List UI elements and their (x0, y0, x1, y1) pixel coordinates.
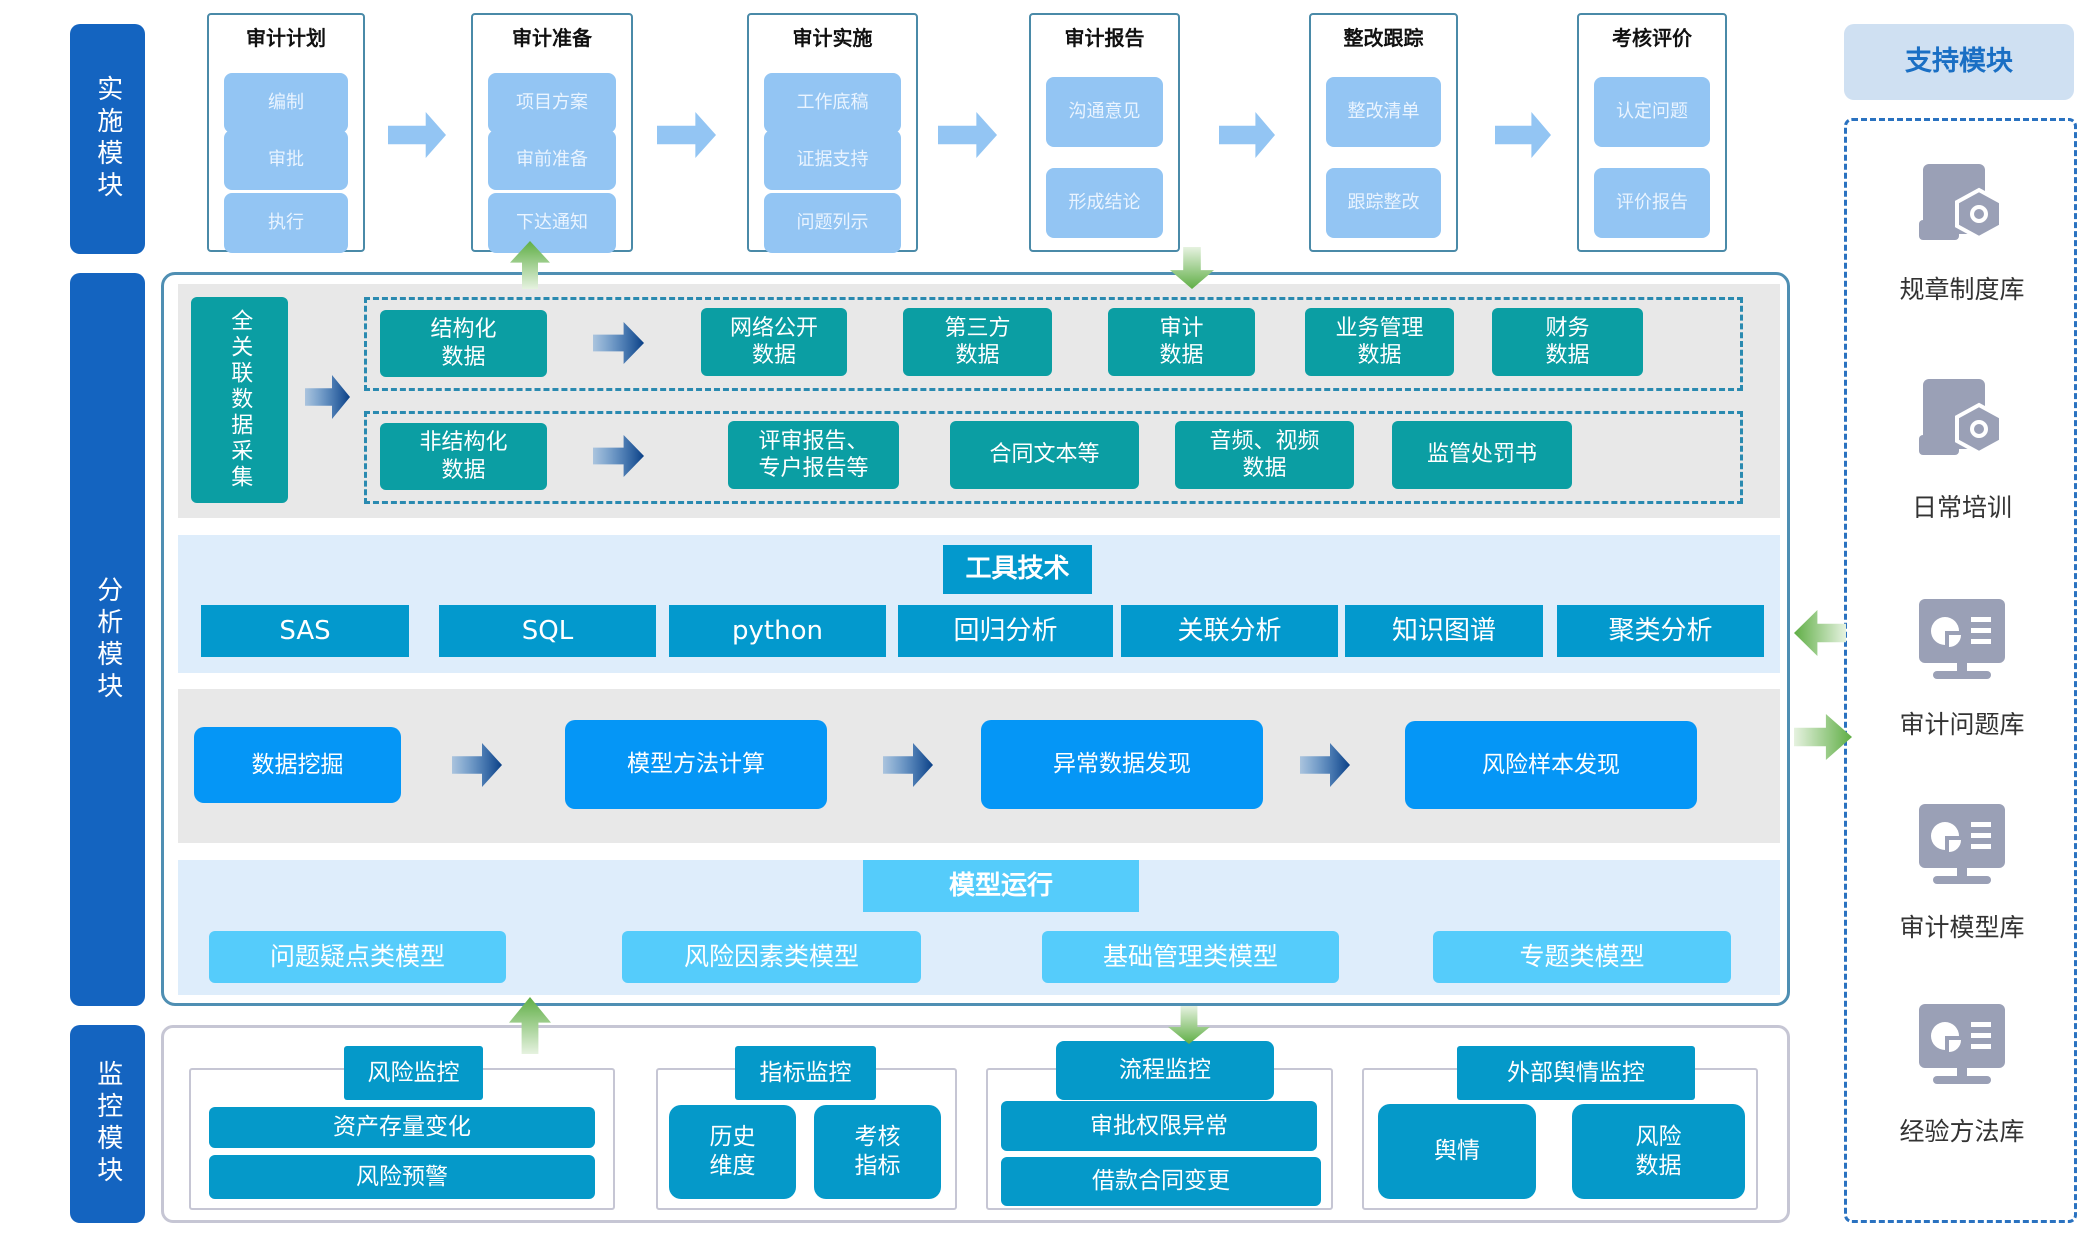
stage-item: 下达通知 (488, 193, 616, 253)
module-label-monitoring: 监控模块 (70, 1025, 145, 1223)
document-gear-icon (1917, 160, 2007, 250)
document-gear-icon (1917, 375, 2007, 465)
model-item: 专题类模型 (1433, 931, 1731, 983)
structured-data-label: 结构化 数据 (380, 310, 547, 377)
monitor-chart-icon (1915, 1000, 2009, 1090)
arrow-right-icon (388, 112, 446, 158)
stage-title: 整改跟踪 (1343, 26, 1424, 50)
arrow-right-icon (305, 375, 350, 419)
arrow-up-icon (510, 241, 550, 289)
stage-item: 跟踪整改 (1326, 168, 1441, 238)
tool-item: 知识图谱 (1345, 605, 1543, 657)
tool-item: SQL (439, 605, 656, 657)
arrow-up-icon (509, 997, 551, 1054)
monitor-item: 历史 维度 (669, 1105, 796, 1199)
stage-item: 问题列示 (764, 193, 901, 253)
analysis-container (161, 272, 1790, 1006)
pipeline-step: 风险样本发现 (1405, 721, 1697, 809)
tools-title: 工具技术 (943, 545, 1092, 594)
unstructured-data-label: 非结构化 数据 (380, 423, 547, 490)
tool-item: 回归分析 (898, 605, 1113, 657)
stage-item: 编制 (224, 73, 348, 133)
stage-item: 审前准备 (488, 130, 616, 190)
structured-data-source: 网络公开 数据 (701, 308, 847, 376)
arrow-right-icon (1219, 112, 1275, 158)
monitor-item: 资产存量变化 (209, 1107, 595, 1148)
monitor-item: 舆情 (1378, 1104, 1536, 1199)
stage-item: 认定问题 (1594, 77, 1710, 147)
arrow-right-icon (1495, 112, 1551, 158)
monitor-item: 风险 数据 (1572, 1104, 1745, 1199)
monitor-chart-icon (1915, 800, 2009, 890)
monitor-chart-icon (1915, 595, 2009, 685)
stage-item: 执行 (224, 193, 348, 253)
monitor-item: 风险预警 (209, 1155, 595, 1199)
support-dashed-box (1844, 118, 2077, 1223)
stage-item: 审批 (224, 130, 348, 190)
tool-item: 关联分析 (1121, 605, 1338, 657)
module-label-implementation: 实施模块 (70, 24, 145, 254)
monitor-group-title: 指标监控 (735, 1046, 876, 1100)
monitor-group-title: 外部舆情监控 (1457, 1046, 1695, 1100)
unstructured-data-source: 合同文本等 (950, 421, 1139, 489)
model-item: 问题疑点类模型 (209, 931, 506, 983)
stage-title: 考核评价 (1612, 26, 1692, 50)
support-title: 支持模块 (1844, 24, 2074, 100)
stage-item: 整改清单 (1326, 77, 1441, 147)
monitor-item: 考核 指标 (814, 1105, 941, 1199)
stage-item: 形成结论 (1046, 168, 1163, 238)
monitor-item: 借款合同变更 (1001, 1157, 1321, 1206)
support-item-label: 日常培训 (1911, 493, 2012, 522)
stage-title: 审计计划 (246, 26, 326, 50)
unstructured-dashed-box (364, 411, 1743, 504)
structured-data-source: 财务 数据 (1492, 308, 1643, 376)
monitoring-container (161, 1025, 1790, 1223)
arrow-right-icon (1300, 743, 1350, 787)
support-item-label: 审计模型库 (1899, 913, 2025, 942)
unstructured-data-source: 评审报告、 专户报告等 (728, 421, 899, 489)
stage-title: 审计实施 (792, 26, 873, 50)
pipeline-step: 异常数据发现 (981, 720, 1263, 809)
structured-data-source: 审计 数据 (1108, 308, 1255, 376)
arrow-right-icon (593, 435, 644, 477)
monitor-group-title: 风险监控 (344, 1046, 483, 1100)
arrow-right-icon (883, 743, 933, 787)
arrow-right-icon (938, 112, 997, 158)
unstructured-data-source: 监管处罚书 (1392, 421, 1572, 489)
tool-item: 聚类分析 (1557, 605, 1764, 657)
structured-data-source: 第三方 数据 (903, 308, 1052, 376)
pipeline-step: 模型方法计算 (565, 720, 827, 809)
monitor-group-title: 流程监控 (1056, 1041, 1274, 1100)
module-label-analysis: 分析模块 (70, 273, 145, 1006)
stage-item: 沟通意见 (1046, 77, 1163, 147)
stage-title: 审计准备 (512, 26, 592, 50)
stage-item: 项目方案 (488, 73, 616, 133)
support-item-label: 审计问题库 (1899, 710, 2025, 739)
stage-item: 工作底稿 (764, 73, 901, 133)
structured-dashed-box (364, 297, 1743, 391)
tool-item: SAS (201, 605, 409, 657)
unstructured-data-source: 音频、视频 数据 (1175, 421, 1354, 489)
arrow-down-icon (1168, 1006, 1210, 1044)
stage-item: 证据支持 (764, 130, 901, 190)
arrow-right-icon (657, 112, 716, 158)
pipeline-step: 数据挖掘 (194, 727, 401, 803)
stage-item: 评价报告 (1594, 168, 1710, 238)
arrow-right-icon (593, 322, 644, 364)
support-item-label: 经验方法库 (1899, 1117, 2025, 1146)
models-title: 模型运行 (863, 860, 1139, 912)
arrow-down-icon (1170, 247, 1214, 289)
structured-data-source: 业务管理 数据 (1305, 308, 1454, 376)
arrow-left-icon (1794, 610, 1846, 656)
model-item: 风险因素类模型 (622, 931, 921, 983)
stage-title: 审计报告 (1064, 26, 1145, 50)
model-item: 基础管理类模型 (1042, 931, 1339, 983)
arrow-right-icon (1794, 714, 1852, 760)
support-item-label: 规章制度库 (1899, 275, 2025, 304)
monitor-item: 审批权限异常 (1001, 1101, 1317, 1151)
arrow-right-icon (452, 743, 502, 787)
full-data-collection-label: 全关联数据采集 (191, 297, 288, 503)
tool-item: python (669, 605, 886, 657)
